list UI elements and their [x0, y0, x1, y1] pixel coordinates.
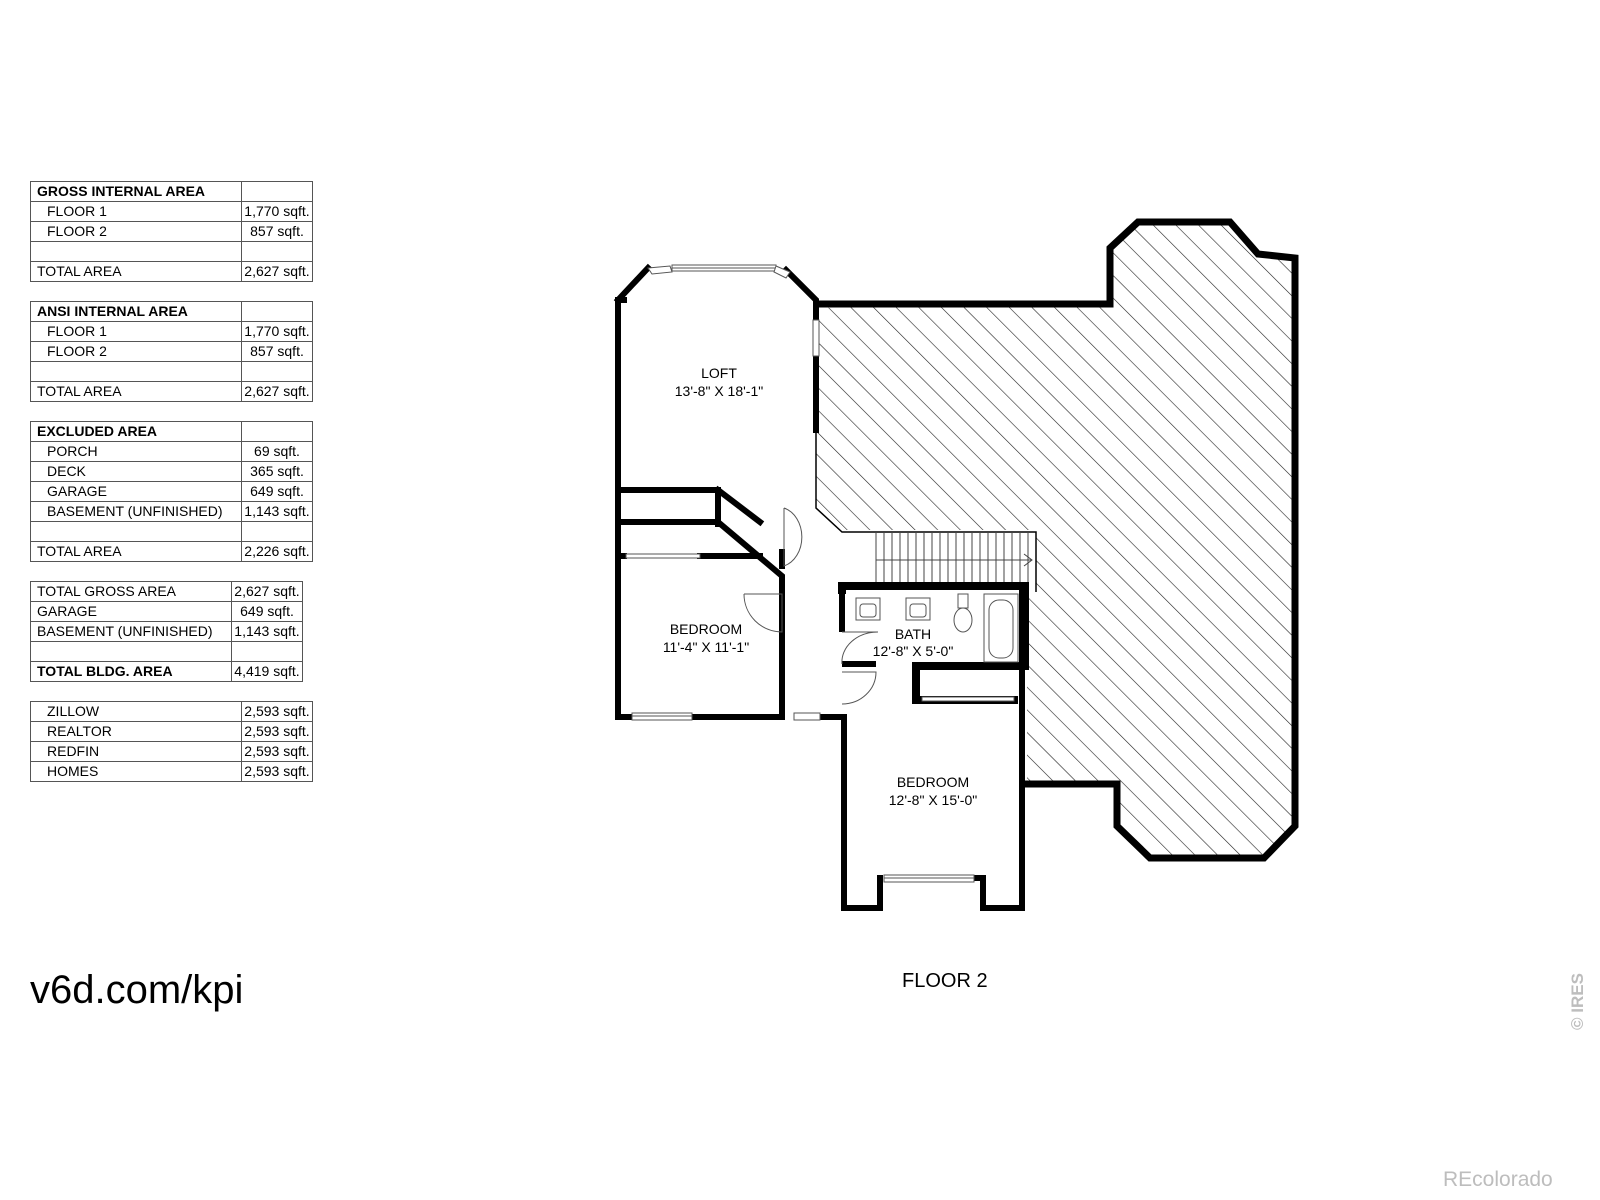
- area-value: 365 sqft.: [241, 461, 313, 482]
- area-value: 857 sqft.: [241, 221, 313, 242]
- area-value: 2,627 sqft.: [241, 261, 313, 282]
- windows: [625, 264, 1015, 883]
- area-label: TOTAL BLDG. AREA: [30, 661, 232, 682]
- table-row: GROSS INTERNAL AREA: [30, 181, 313, 202]
- area-label: TOTAL AREA: [30, 541, 242, 562]
- area-label: GARAGE: [30, 481, 242, 502]
- area-value: 1,143 sqft.: [241, 501, 313, 522]
- site-link[interactable]: v6d.com/kpi: [30, 968, 244, 1012]
- area-label: TOTAL AREA: [30, 261, 242, 282]
- door-swings: [743, 507, 879, 705]
- area-label: FLOOR 1: [30, 321, 242, 342]
- room-bedroom-left-dims: 11'-4" X 11'-1": [663, 639, 749, 655]
- floor-caption: FLOOR 2: [902, 970, 988, 992]
- area-label: ANSI INTERNAL AREA: [30, 301, 242, 322]
- copyright-watermark: © IRES: [1568, 973, 1587, 1030]
- bath-fixtures: [855, 593, 1019, 663]
- room-bedroom-bottom-name: BEDROOM: [897, 774, 969, 790]
- table-row: ANSI INTERNAL AREA: [30, 301, 313, 322]
- room-bath-name: BATH: [895, 626, 931, 642]
- area-value: 2,593 sqft.: [241, 721, 313, 742]
- brand-watermark: REcolorado: [1443, 1168, 1553, 1191]
- area-value: 2,593 sqft.: [241, 761, 313, 782]
- area-label: TOTAL GROSS AREA: [30, 581, 232, 602]
- table-row: BASEMENT (UNFINISHED)1,143 sqft.: [30, 501, 313, 522]
- staircase: [875, 532, 1033, 586]
- room-loft-name: LOFT: [701, 365, 737, 381]
- area-value: 1,143 sqft.: [231, 621, 303, 642]
- area-value: 4,419 sqft.: [231, 661, 303, 682]
- room-bedroom-left-name: BEDROOM: [670, 621, 742, 637]
- open-area-outer-wall: [816, 218, 1299, 862]
- room-loft-dims: 13'-8" X 18'-1": [675, 383, 763, 399]
- room-bath-dims: 12'-8" X 5'-0": [873, 643, 954, 659]
- open-to-below-area: [816, 222, 1295, 857]
- open-area-inner-edge: [815, 308, 1037, 592]
- room-labels: LOFT 13'-8" X 18'-1" BEDROOM 11'-4" X 11…: [663, 365, 977, 808]
- room-bedroom-bottom-dims: 12'-8" X 15'-0": [889, 792, 977, 808]
- area-value: 2,627 sqft.: [241, 381, 313, 402]
- area-value: 1,770 sqft.: [241, 321, 313, 342]
- area-value: 2,627 sqft.: [231, 581, 303, 602]
- area-value: 69 sqft.: [241, 441, 313, 462]
- area-value: 2,593 sqft.: [241, 741, 313, 762]
- area-value: 2,226 sqft.: [241, 541, 313, 562]
- area-label: HOMES: [30, 761, 242, 782]
